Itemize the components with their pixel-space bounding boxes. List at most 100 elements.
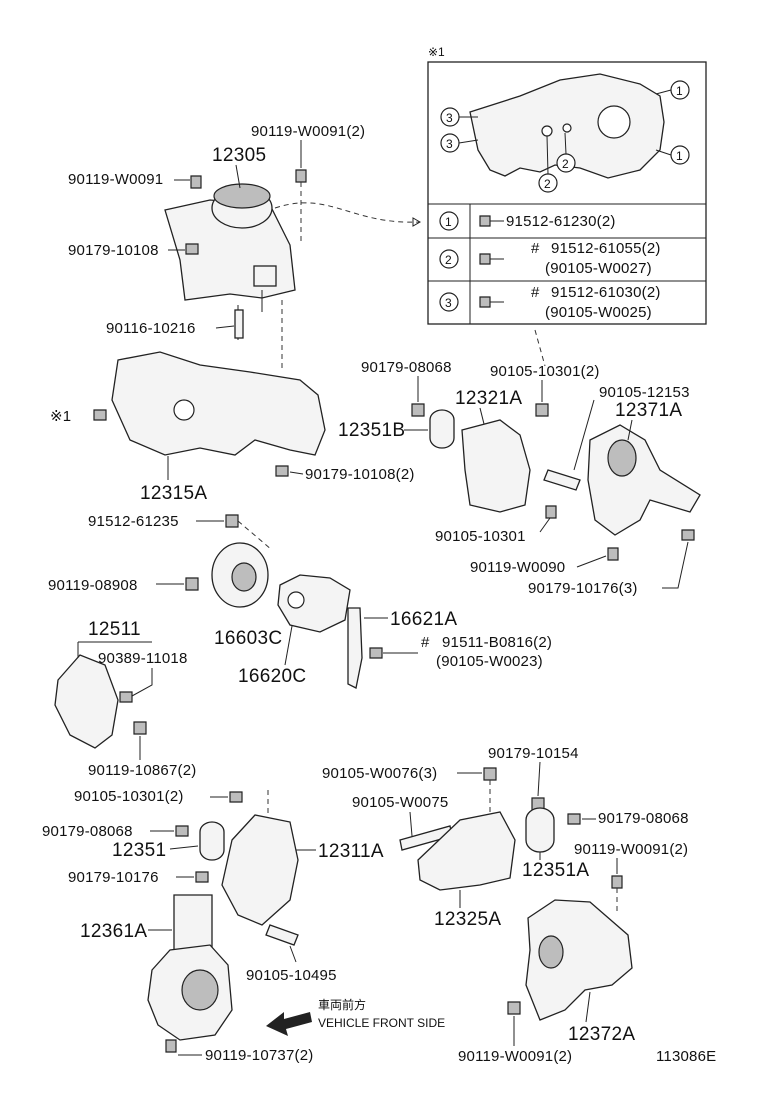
table-row-2-part: 91512-61055(2) (551, 240, 661, 257)
nut-90179-08068-top-shape (411, 403, 425, 417)
bolt-90105-10495-shape (265, 924, 299, 946)
label-90119-w0091-2-right: 90119-W0091(2) (574, 841, 688, 858)
mount-12372a-group: 12372A 90119-W0091(2) (458, 858, 635, 1065)
bolt-90119-w0091-2-bottom-shape (507, 1001, 521, 1015)
table-row-3-hash: # (531, 284, 540, 301)
table-row-1-bolt-icon (479, 215, 491, 227)
tensioner-16620c-shape (277, 574, 351, 633)
label-note1: ※1 (50, 408, 71, 425)
label-90119-w0091-2-bottom: 90119-W0091(2) (458, 1048, 572, 1065)
label-16603c: 16603C (214, 628, 282, 649)
label-90105-10301-2-mid: 90105-10301(2) (74, 788, 184, 805)
label-12361a: 12361A (80, 921, 147, 942)
label-vehicle-front-jp: 車両前方 (318, 997, 366, 1012)
leader-90179-10176-3 (662, 541, 689, 589)
label-90105-10495: 90105-10495 (246, 967, 337, 984)
mount-12371a-core (607, 439, 637, 477)
detail-callout-2a-text: 2 (562, 157, 569, 171)
table-row-2-mark: 2 (445, 253, 452, 267)
bolt-left-shape (190, 175, 202, 189)
mount-12305-top-shape (213, 183, 271, 209)
detail-callout-1a-text: 1 (676, 84, 683, 98)
bolt-90389-11018-shape (119, 691, 133, 703)
label-12305: 12305 (212, 145, 266, 166)
detail-reference-line (274, 202, 421, 223)
bracket-12315a-group: ※1 12315A 90179-10108(2) (50, 351, 415, 504)
detail-table: 1 91512-61230(2) 2 # 91512-61055(2) (901… (428, 203, 706, 324)
label-90105-12153: 90105-12153 (599, 384, 690, 401)
mount-12361a-core (181, 969, 219, 1011)
bolt-91511-b0816-shape (369, 647, 383, 659)
label-91512-61235: 91512-61235 (88, 513, 179, 530)
stud-90116-shape (234, 309, 244, 339)
detail-callout-1b-text: 1 (676, 149, 683, 163)
label-90389-11018: 90389-11018 (98, 650, 188, 667)
bolt-right-shape (611, 875, 623, 889)
label-90116-10216: 90116-10216 (106, 320, 196, 337)
bolt-90105-10301-2-mid-shape (229, 791, 243, 803)
bolt-90105-10301-shape (545, 505, 557, 519)
leader-12511 (77, 641, 152, 658)
bolt-90119-10737-shape (165, 1039, 177, 1053)
label-90105-w0075: 90105-W0075 (352, 794, 448, 811)
bracket-12311a-shape (221, 814, 299, 926)
label-90105-10301-2-top: 90105-10301(2) (490, 363, 600, 380)
nut-90179-10108-2-shape (275, 465, 289, 477)
bracket-16621a-shape (347, 607, 363, 689)
bolt-90119-10867-shape (133, 721, 147, 735)
vehicle-front-arrow-icon (266, 1012, 312, 1036)
mount-12305-group: 90119-W0091(2) 12305 90119-W0091 90179-1… (68, 123, 365, 372)
bolt-90105-w0076-shape (483, 767, 497, 781)
label-90119-w0091: 90119-W0091 (68, 171, 163, 188)
label-90119-w0091-2-top: 90119-W0091(2) (251, 123, 365, 140)
bracket-12315a-bore (173, 399, 195, 421)
table-row-3-part: 91512-61030(2) (551, 284, 661, 301)
nut-90179-shape (185, 243, 199, 255)
detail-callout-3b-text: 3 (446, 137, 453, 151)
label-12325a: 12325A (434, 909, 501, 930)
nut-90179-08068-left-shape (175, 825, 189, 837)
nut-90179-10176-shape (195, 871, 209, 883)
label-12351a: 12351A (522, 860, 589, 881)
detail-housing-bore (597, 105, 631, 139)
mount-12361a-group: 12361A 90119-10737(2) (80, 894, 313, 1064)
label-90179-10176: 90179-10176 (68, 869, 159, 886)
table-row-1-mark: 1 (445, 215, 452, 229)
bolt-90119-w0090-shape (607, 547, 619, 561)
table-row-1-mark-circle (439, 211, 459, 231)
mount-12371a-shape (587, 424, 701, 536)
bracket-12511-group: 12511 90389-11018 90119-10867(2) (54, 619, 196, 779)
detail-hole-a (541, 125, 553, 137)
label-16621a: 16621A (390, 609, 457, 630)
label-90105-w0076-3: 90105-W0076(3) (322, 765, 437, 782)
bolt-90119-08908-shape (185, 577, 199, 591)
bracket-12511-shape (54, 654, 119, 749)
label-90119-10737-2: 90119-10737(2) (205, 1047, 313, 1064)
mount-12371a-group: 90105-12153 12371A 90119-W0090 90179-101… (470, 329, 701, 597)
table-row-2: 2 # 91512-61055(2) (90105-W0027) (439, 240, 661, 277)
label-90179-10108: 90179-10108 (68, 242, 159, 259)
detail-inset: ※1 1 1 2 2 3 3 1 (274, 45, 707, 325)
label-12321a: 12321A (455, 388, 522, 409)
bracket-12321a-shape (461, 419, 531, 513)
table-row-3: 3 # 91512-61030(2) (90105-W0025) (439, 284, 661, 321)
table-row-2-hash: # (531, 240, 540, 257)
label-12311a: 12311A (318, 841, 384, 862)
label-90105-w0023: (90105-W0023) (436, 653, 543, 670)
label-90179-10154: 90179-10154 (488, 745, 579, 762)
detail-frame (427, 61, 707, 325)
bracket-12315a-shape (111, 351, 326, 456)
label-16620c: 16620C (238, 666, 306, 687)
table-row-1: 1 91512-61230(2) (439, 211, 615, 231)
table-row-2-mark-circle (439, 249, 459, 269)
label-90179-08068-left: 90179-08068 (42, 823, 133, 840)
insulator-12351a-shape (525, 807, 555, 853)
label-12371a: 12371A (615, 400, 682, 421)
label-90179-10108-2: 90179-10108(2) (305, 466, 415, 483)
bracket-12321a-group: 90179-08068 90105-10301(2) 12321A 12351B… (338, 359, 600, 545)
detail-callout-3a-text: 3 (446, 111, 453, 125)
bracket-12325a-group: 90105-W0076(3) 90179-10154 90105-W0075 9… (322, 745, 688, 930)
detail-callout-2b-text: 2 (544, 177, 551, 191)
mount-12372a-core (538, 935, 564, 969)
